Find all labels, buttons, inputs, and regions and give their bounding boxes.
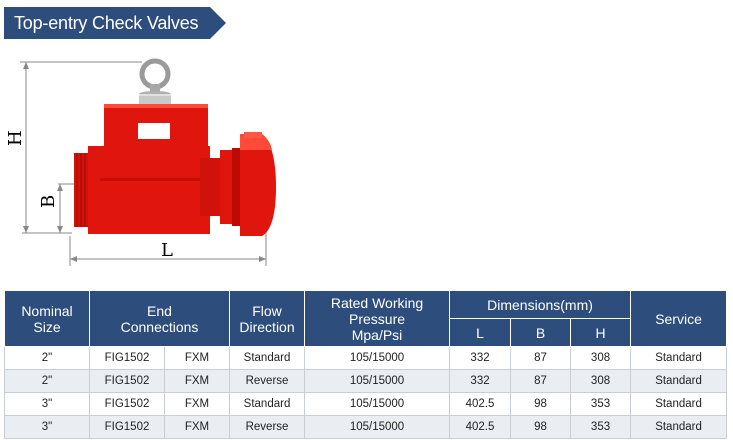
cell-pressure: 105/15000: [304, 415, 451, 439]
header-rated-pressure: Rated Working Pressure Mpa/Psi: [304, 290, 451, 347]
cell-fig: FIG1502: [89, 369, 165, 393]
header-dim-l: L: [449, 318, 512, 347]
cell-h: 353: [570, 415, 632, 439]
title-banner-shape: [4, 7, 226, 39]
cell-connection: FXM: [163, 369, 231, 393]
header-dim-b: B: [510, 318, 572, 347]
cell-size: 3": [4, 415, 90, 439]
header-flow-direction: Flow Direction: [229, 290, 306, 347]
cell-flow: Reverse: [229, 415, 306, 439]
header-service: Service: [630, 290, 728, 347]
cell-l: 402.5: [449, 415, 512, 439]
table-row: 3" FIG1502 FXM Reverse 105/15000 402.5 9…: [4, 415, 728, 439]
cell-h: 353: [570, 392, 632, 416]
cell-connection: FXM: [163, 392, 231, 416]
table-row: 2" FIG1502 FXM Standard 105/15000 332 87…: [4, 346, 728, 370]
cell-fig: FIG1502: [89, 346, 165, 370]
header-end-connections: End Connections: [88, 290, 231, 347]
cell-b: 98: [510, 392, 572, 416]
page-title: Top-entry Check Valves: [14, 13, 199, 33]
cell-size: 2": [4, 346, 90, 370]
cell-flow: Standard: [229, 346, 306, 370]
cell-service: Standard: [630, 415, 728, 439]
header-nominal-size: Nominal Size: [4, 290, 90, 347]
cell-flow: Standard: [229, 392, 306, 416]
cell-service: Standard: [630, 346, 728, 370]
cell-fig: FIG1502: [89, 415, 165, 439]
cell-pressure: 105/15000: [304, 346, 451, 370]
cell-connection: FXM: [163, 346, 231, 370]
cell-h: 308: [570, 369, 632, 393]
table-row: 2" FIG1502 FXM Reverse 105/15000 332 87 …: [4, 369, 728, 393]
lifting-eye: [139, 58, 171, 104]
valve-body: [74, 104, 276, 236]
cell-service: Standard: [630, 392, 728, 416]
dimension-b-label: B: [38, 195, 59, 208]
cell-l: 402.5: [449, 392, 512, 416]
cell-h: 308: [570, 346, 632, 370]
cell-size: 3": [4, 392, 90, 416]
cell-l: 332: [449, 369, 512, 393]
cell-b: 98: [510, 415, 572, 439]
cell-flow: Reverse: [229, 369, 306, 393]
dimension-arrows: [23, 62, 266, 262]
cell-l: 332: [449, 346, 512, 370]
specifications-table: Nominal Size End Connections Flow Direct…: [4, 290, 728, 439]
table-row: 3" FIG1502 FXM Standard 105/15000 402.5 …: [4, 392, 728, 416]
cell-service: Standard: [630, 369, 728, 393]
cell-pressure: 105/15000: [304, 369, 451, 393]
cell-pressure: 105/15000: [304, 392, 451, 416]
cell-size: 2": [4, 369, 90, 393]
header-dimensions: Dimensions(mm): [449, 290, 632, 319]
cell-fig: FIG1502: [89, 392, 165, 416]
cell-connection: FXM: [163, 415, 231, 439]
title-banner: Top-entry Check Valves: [4, 7, 226, 39]
dimension-h-label: H: [5, 130, 26, 146]
header-dim-h: H: [570, 318, 632, 347]
cell-b: 87: [510, 346, 572, 370]
valve-illustration: H B L: [5, 58, 276, 266]
dimension-l-label: L: [161, 240, 173, 261]
cell-b: 87: [510, 369, 572, 393]
